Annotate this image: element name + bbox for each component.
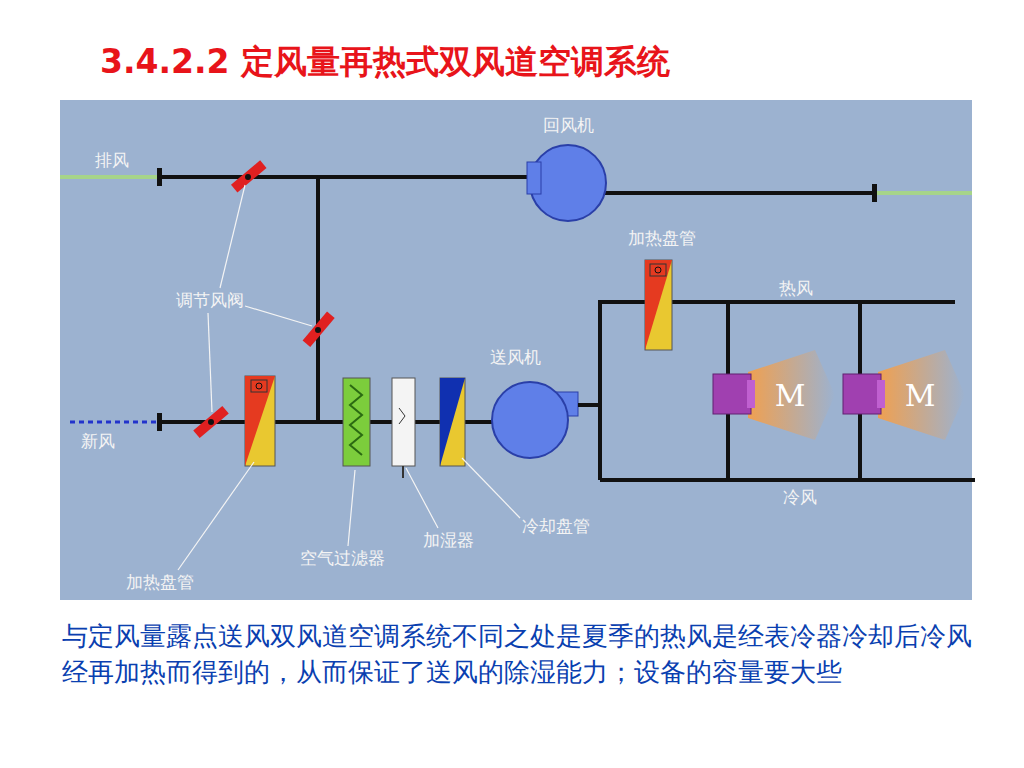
recirculation-duct [316,177,320,422]
mixing-box [843,350,965,440]
page-title: 3.4.2.2 定风量再热式双风道空调系统 [100,40,670,85]
part-name: 加湿器 [423,529,474,552]
exhaust-air-line [60,175,160,179]
leader-line [178,185,520,570]
return-duct [560,191,875,195]
cold-air-duct [600,478,975,482]
outlet-label: 排风 [95,149,129,172]
terminal-mark: M [905,378,936,413]
terminal-mark: M [775,378,806,413]
exhaust-duct [160,175,540,179]
part-name: 调节风阀 [176,289,244,312]
damper-symbol [193,406,229,438]
inlet-label: 新风 [81,430,115,453]
cooling-coil [440,378,465,466]
part-name: 加热盘管 [126,571,194,594]
duct-label: 热风 [779,277,813,300]
reheat-coil [645,260,672,350]
duct-label: 冷风 [783,486,817,509]
part-name: 冷却盘管 [522,515,590,538]
caption-text: 与定风量露点送风双风道空调系统不同之处是夏季的热风是经表冷器冷却后冷风经再加热而… [62,618,972,691]
panel-ground [60,100,972,600]
return-fan [527,145,606,221]
damper-symbol [303,311,335,347]
mixing-box [713,350,835,440]
part-name: 空气过滤器 [300,547,385,570]
part-name: 加热盘管 [628,227,696,250]
humidifier [392,378,415,478]
split-duct [598,300,602,480]
damper-symbol [231,160,267,192]
return-air-line [877,191,972,195]
fresh-air-line [70,421,160,424]
heating-coil [245,376,275,466]
supply-duct [578,403,600,407]
part-name: 回风机 [543,114,594,137]
supply-fan [492,382,578,458]
duct-cap [872,184,877,202]
air-filter [343,378,370,466]
part-name: 送风机 [490,346,541,369]
